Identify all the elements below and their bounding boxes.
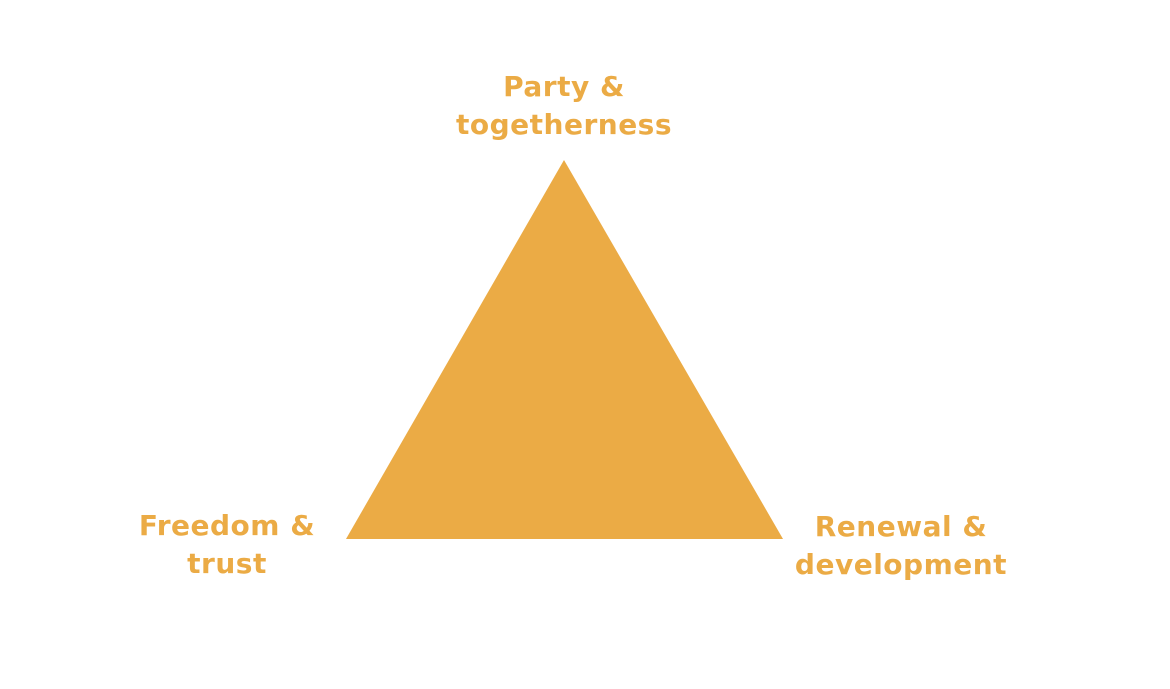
label-line: trust	[187, 547, 267, 580]
label-line: development	[794, 548, 1008, 581]
label-renewal-development: Renewal & development	[771, 508, 1031, 584]
label-line: Renewal &	[814, 510, 988, 543]
label-line: Freedom &	[138, 509, 316, 542]
label-line: Party &	[503, 70, 625, 103]
label-freedom-trust: Freedom & trust	[107, 507, 347, 583]
label-party-togetherness: Party & togetherness	[414, 68, 714, 144]
label-line: togetherness	[455, 108, 673, 141]
triangle-shape	[346, 160, 783, 539]
